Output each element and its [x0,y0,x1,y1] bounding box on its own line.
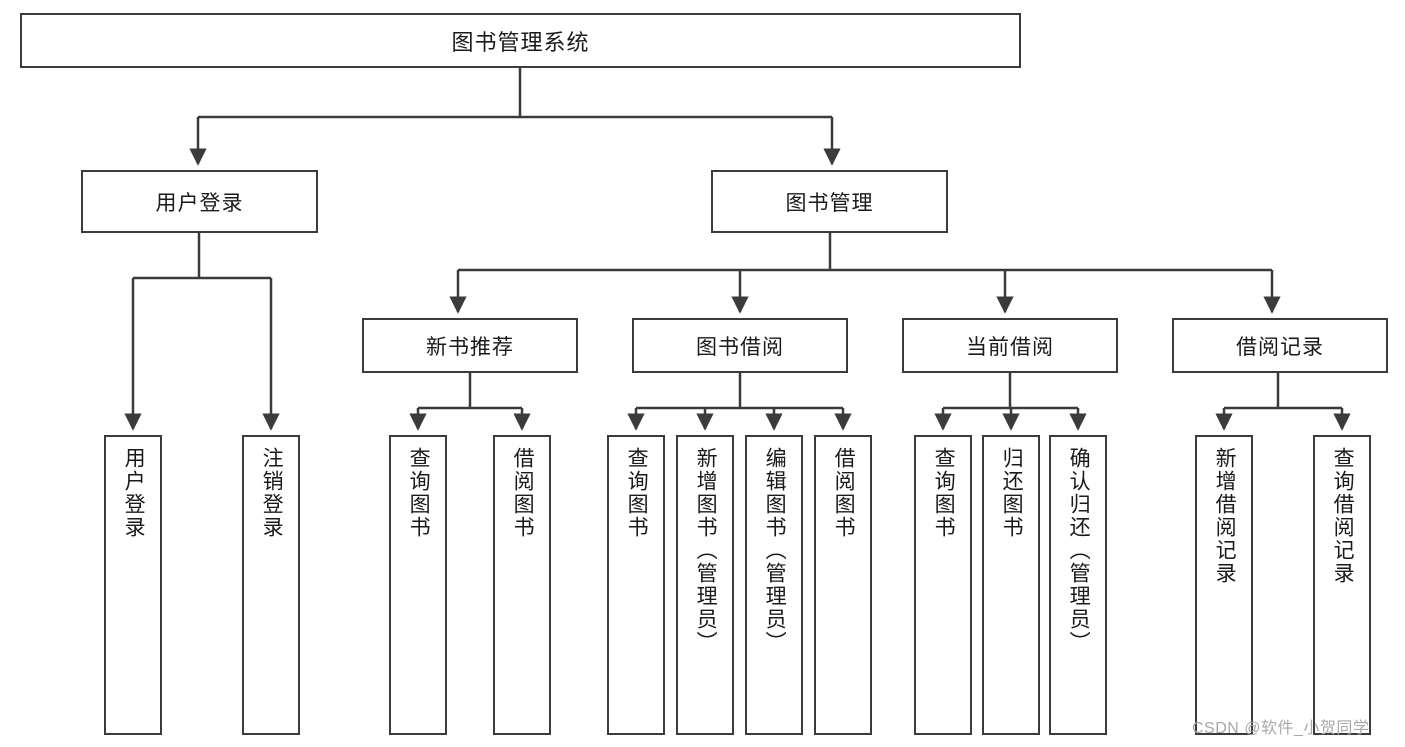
node-current-borrow[interactable]: 当前借阅 [902,318,1118,373]
leaf-query-book-1-label: 查询图书 [407,447,431,539]
csdn-watermark: CSDN @软件_小贺同学 [1192,720,1370,737]
node-user-login[interactable]: 用户登录 [81,170,318,233]
node-book-management[interactable]: 图书管理 [711,170,948,233]
leaf-confirm-return-label: 确认归还（管理员） [1067,447,1091,654]
node-new-book-recommend[interactable]: 新书推荐 [362,318,578,373]
leaf-add-record-label: 新增借阅记录 [1213,447,1237,585]
leaf-query-book-2-label: 查询图书 [625,447,649,539]
node-book-borrow-label: 图书借阅 [696,335,784,359]
node-leaf-user-logout[interactable]: 注销登录 [242,435,300,735]
node-leaf-query-book-2[interactable]: 查询图书 [607,435,665,735]
leaf-return-book-label: 归还图书 [1000,447,1024,539]
node-new-book-recommend-label: 新书推荐 [426,335,514,359]
leaf-borrow-book-1-label: 借阅图书 [511,447,535,539]
node-current-borrow-label: 当前借阅 [966,335,1054,359]
node-user-login-label: 用户登录 [155,191,244,215]
node-book-borrow[interactable]: 图书借阅 [632,318,848,373]
node-borrow-record-label: 借阅记录 [1236,335,1324,359]
node-leaf-borrow-book-1[interactable]: 借阅图书 [493,435,551,735]
node-leaf-add-record[interactable]: 新增借阅记录 [1195,435,1253,735]
leaf-query-book-3-label: 查询图书 [932,447,956,539]
leaf-user-login-label: 用户登录 [122,447,146,539]
node-book-management-label: 图书管理 [785,191,874,215]
leaf-query-record-label: 查询借阅记录 [1331,447,1355,585]
node-leaf-return-book[interactable]: 归还图书 [982,435,1040,735]
leaf-borrow-book-2-label: 借阅图书 [832,447,856,539]
node-leaf-user-login[interactable]: 用户登录 [104,435,162,735]
leaf-user-logout-label: 注销登录 [260,447,284,539]
leaf-edit-book-label: 编辑图书（管理员） [763,447,787,654]
node-leaf-query-book-3[interactable]: 查询图书 [914,435,972,735]
node-leaf-edit-book[interactable]: 编辑图书（管理员） [745,435,803,735]
node-borrow-record[interactable]: 借阅记录 [1172,318,1388,373]
node-root-label: 图书管理系统 [451,29,590,55]
node-leaf-borrow-book-2[interactable]: 借阅图书 [814,435,872,735]
node-leaf-confirm-return[interactable]: 确认归还（管理员） [1049,435,1107,735]
node-root[interactable]: 图书管理系统 [20,13,1021,68]
node-leaf-add-book[interactable]: 新增图书（管理员） [676,435,734,735]
node-leaf-query-book-1[interactable]: 查询图书 [389,435,447,735]
leaf-add-book-label: 新增图书（管理员） [694,447,718,654]
node-leaf-query-record[interactable]: 查询借阅记录 [1313,435,1371,735]
